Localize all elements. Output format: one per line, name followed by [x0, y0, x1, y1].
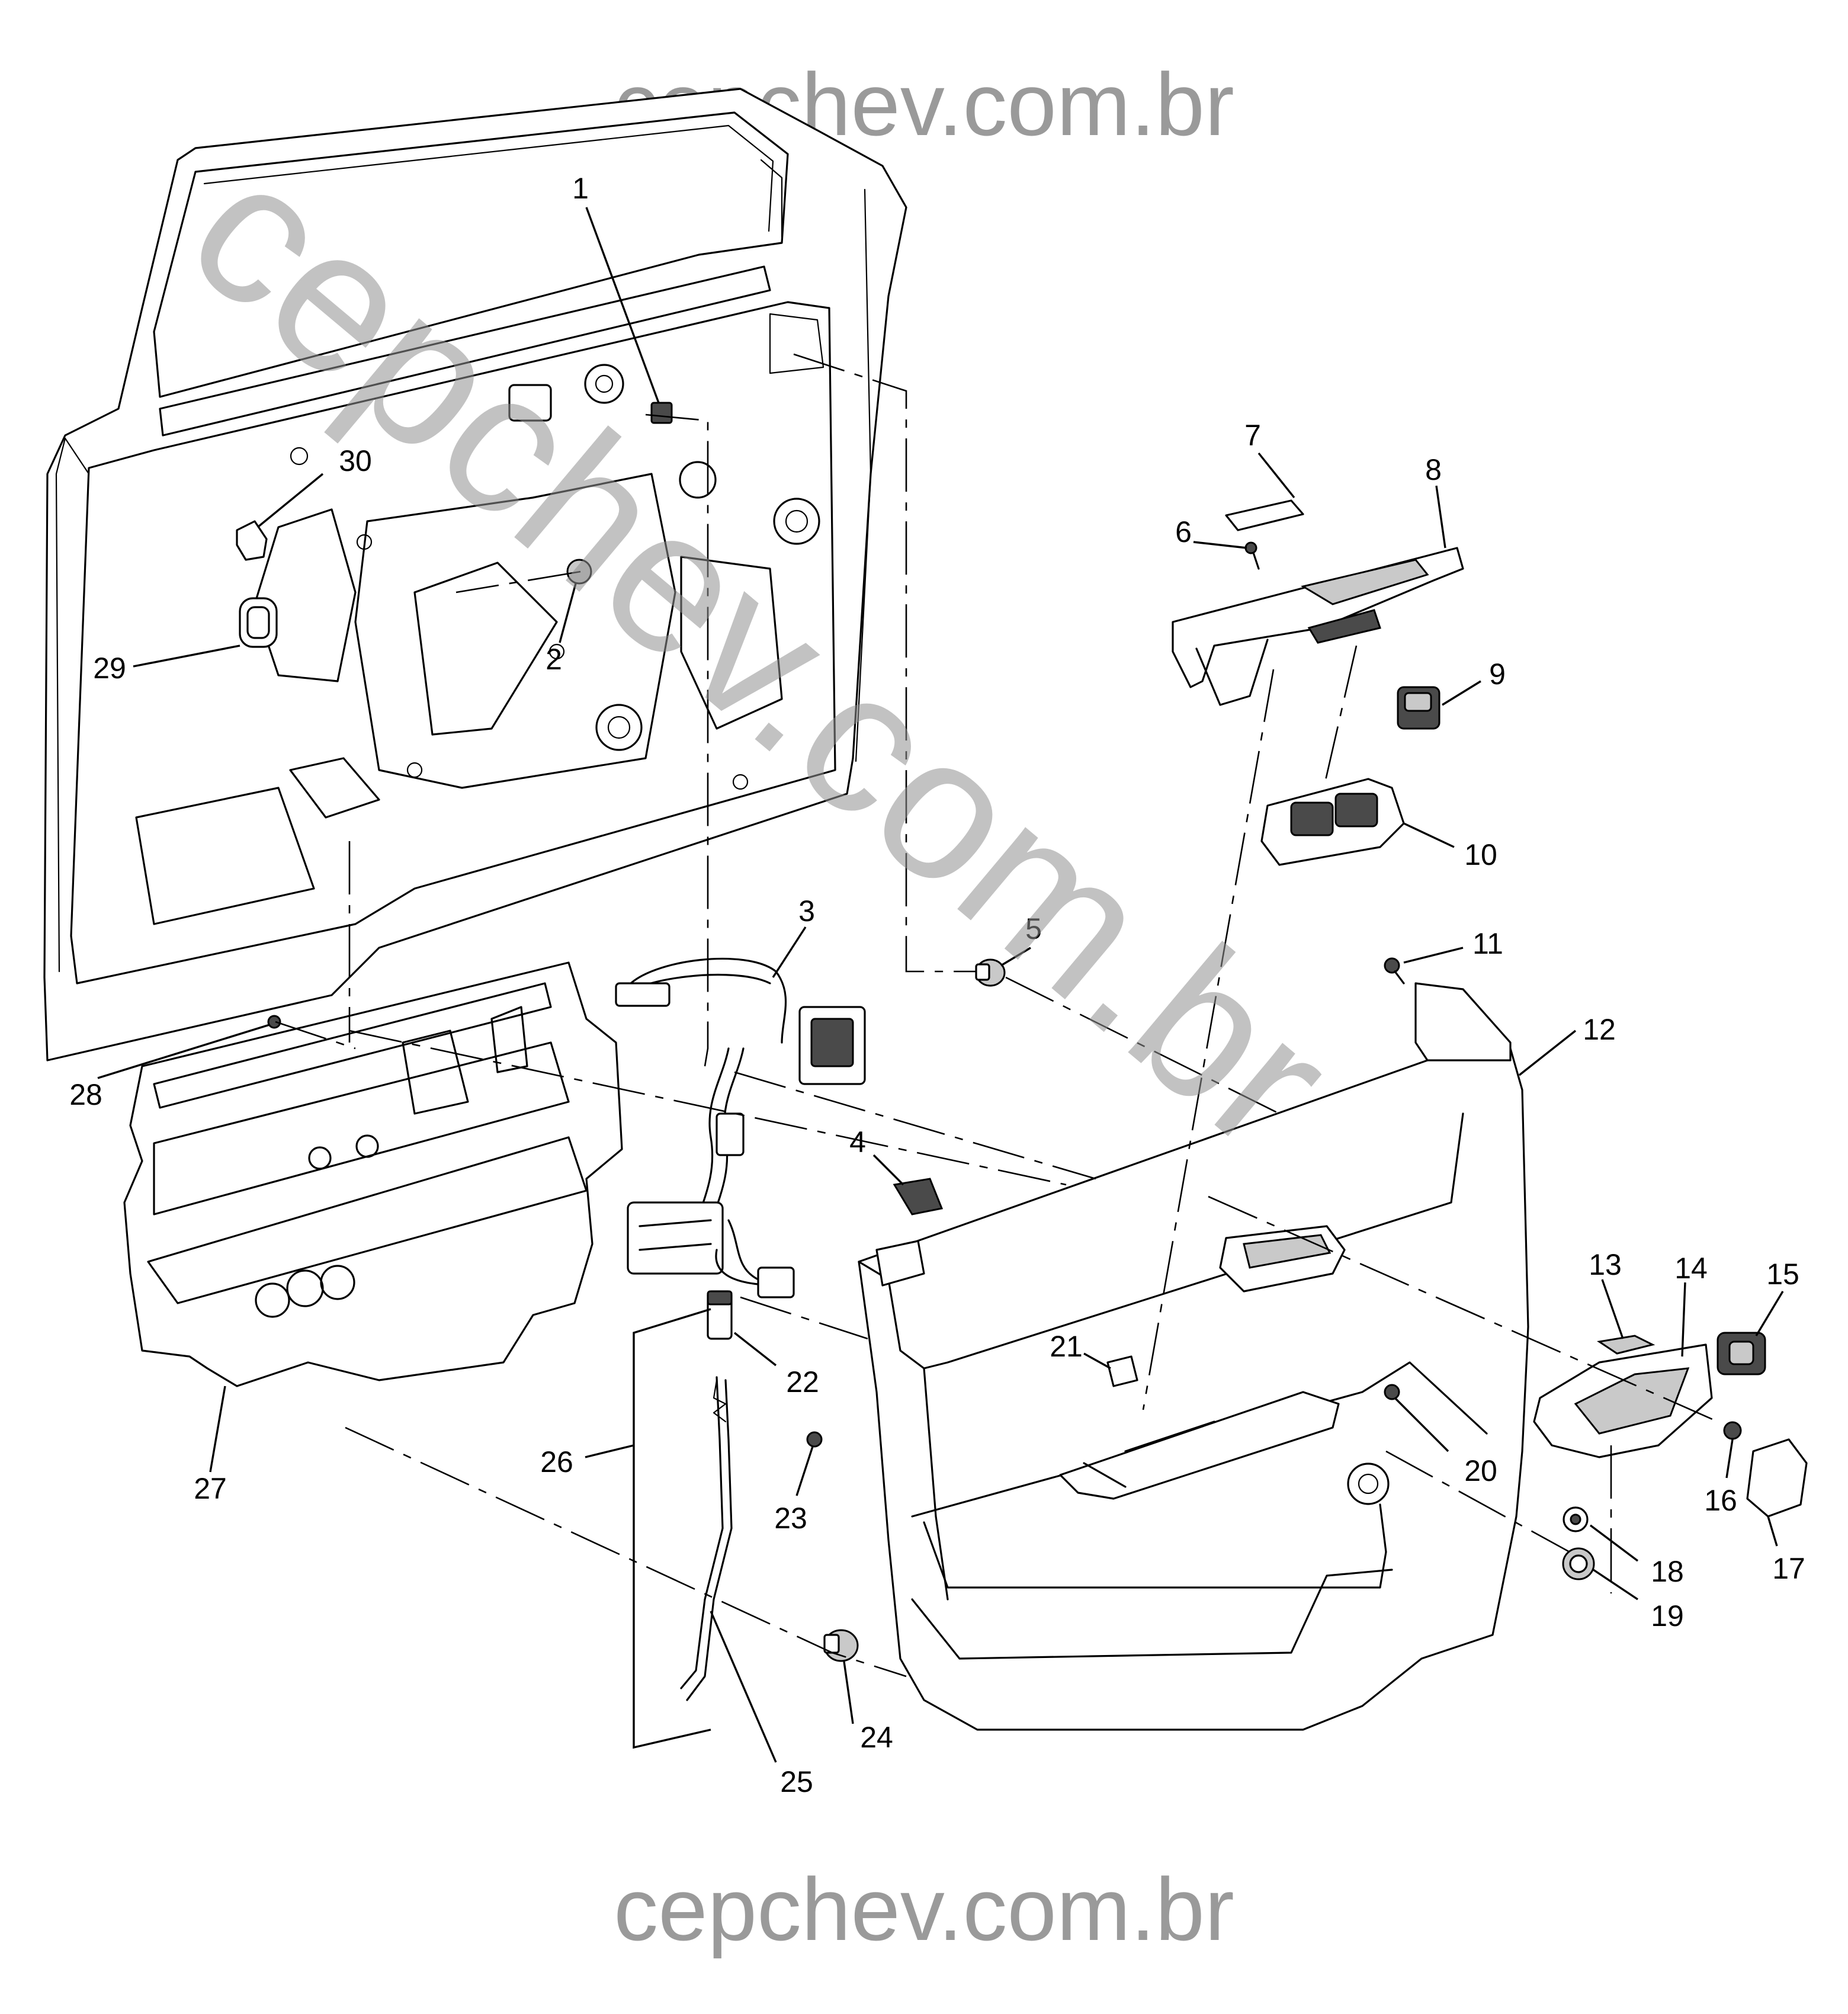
- callout-19: 19: [1651, 1599, 1684, 1633]
- part-20-screw: [1384, 1384, 1400, 1400]
- door-trim-panel: [858, 982, 1529, 1731]
- water-deflector-panel: [123, 961, 623, 1387]
- callout-9: 9: [1489, 658, 1506, 691]
- callout-25: 25: [780, 1765, 813, 1798]
- callout-8: 8: [1425, 453, 1442, 486]
- part-24-retainer: [823, 1629, 859, 1662]
- part-4-bezel: [893, 1178, 944, 1216]
- part-29-plug: [239, 597, 278, 648]
- callout-1: 1: [572, 172, 589, 205]
- bracket-26: [633, 1308, 711, 1749]
- callout-22: 22: [786, 1365, 819, 1399]
- part-21-clip: [1106, 1355, 1138, 1387]
- part-30-clip: [236, 520, 268, 561]
- callout-2: 2: [546, 643, 562, 676]
- part-23-screw: [806, 1431, 823, 1448]
- callout-3: 3: [798, 894, 815, 928]
- callout-26: 26: [540, 1445, 573, 1479]
- assembly-lines: [275, 353, 1718, 1678]
- door-frame: [43, 88, 907, 1061]
- callout-12: 12: [1583, 1013, 1616, 1046]
- callout-20: 20: [1464, 1454, 1497, 1487]
- callout-13: 13: [1589, 1248, 1622, 1281]
- part-25-lock-rod: [680, 1376, 733, 1701]
- callout-5: 5: [1025, 912, 1042, 945]
- part-22-sleeve: [707, 1290, 733, 1340]
- part-18-plug: [1563, 1506, 1589, 1532]
- part-11-screw: [1384, 957, 1405, 984]
- part-13-clip: [1597, 1335, 1656, 1355]
- part-6-screw: [1244, 541, 1260, 570]
- callout-29: 29: [93, 652, 126, 685]
- callout-21: 21: [1050, 1330, 1083, 1363]
- callout-24: 24: [860, 1721, 893, 1754]
- callout-4: 4: [849, 1125, 866, 1159]
- callout-6: 6: [1175, 515, 1192, 549]
- callout-18: 18: [1651, 1555, 1684, 1588]
- callout-16: 16: [1704, 1484, 1737, 1517]
- part-14-inside-handle: [1533, 1343, 1713, 1458]
- part-28-screw: [267, 1015, 281, 1029]
- part-7-pad: [1225, 499, 1304, 531]
- callout-27: 27: [194, 1472, 227, 1505]
- leader-lines: [97, 207, 1784, 1763]
- part-16-screw: [1723, 1421, 1742, 1440]
- part-5-retainer: [975, 958, 1006, 987]
- door-wiring-harness: [615, 957, 866, 1298]
- watermark-bottom: cepchev.com.br: [614, 1859, 1234, 1959]
- callout-11: 11: [1472, 927, 1503, 960]
- part-17-cover: [1746, 1438, 1808, 1518]
- part-15-switch: [1717, 1332, 1766, 1375]
- part-10-window-switch: [1260, 778, 1405, 866]
- callout-28: 28: [69, 1078, 102, 1111]
- callout-14: 14: [1674, 1252, 1708, 1285]
- part-1-clip: [650, 402, 673, 424]
- callout-15: 15: [1766, 1258, 1799, 1291]
- callout-10: 10: [1464, 838, 1497, 871]
- part-19-plug: [1562, 1547, 1595, 1580]
- callout-30: 30: [339, 444, 372, 477]
- callout-7: 7: [1244, 419, 1261, 452]
- callout-17: 17: [1772, 1552, 1805, 1585]
- part-8-switch-bezel: [1172, 547, 1464, 706]
- part-9-switch: [1397, 686, 1440, 730]
- callout-labels: 1 2 3 4 5 6 7 8 9 10 11 12 13 14 15 16 1…: [69, 172, 1805, 1798]
- callout-23: 23: [774, 1502, 807, 1535]
